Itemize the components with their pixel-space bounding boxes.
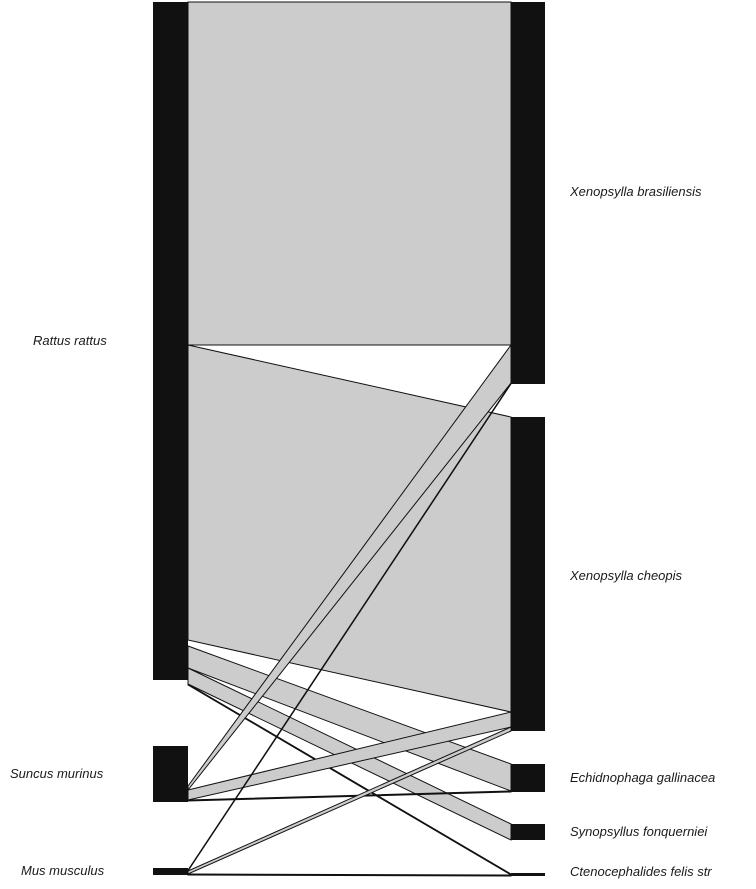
flow-rattus-brasiliensis [187,1,512,346]
host-labels: Rattus rattus Suncus murinus Mus musculu… [10,333,107,878]
parasite-bar-ctenocephalides-felis [511,873,545,876]
parasite-label-synopsyllus-fonquerniei: Synopsyllus fonquerniei [570,824,708,839]
flow-rattus-cheopis [187,344,512,713]
parasite-label-ctenocephalides-felis: Ctenocephalides felis str [570,864,712,879]
host-label-rattus-rattus: Rattus rattus [33,333,107,348]
host-label-suncus-murinus: Suncus murinus [10,766,104,781]
host-label-mus-musculus: Mus musculus [21,863,105,878]
parasite-bar-echidnophaga-gallinacea [511,764,545,792]
parasite-label-xenopsylla-brasiliensis: Xenopsylla brasiliensis [569,184,702,199]
parasite-label-echidnophaga-gallinacea: Echidnophaga gallinacea [570,770,715,785]
parasite-bars [511,2,545,876]
host-bar-rattus-rattus [153,2,188,680]
host-bars [153,2,188,875]
parasite-labels: Xenopsylla brasiliensis Xenopsylla cheop… [569,184,715,879]
interaction-flows [187,1,512,877]
parasite-bar-xenopsylla-cheopis [511,417,545,731]
flow-mus-ctenocephalides [187,873,512,877]
host-bar-suncus-murinus [153,746,188,802]
parasite-bar-xenopsylla-brasiliensis [511,2,545,384]
parasite-label-xenopsylla-cheopis: Xenopsylla cheopis [569,568,683,583]
parasite-bar-synopsyllus-fonquerniei [511,824,545,840]
host-bar-mus-musculus [153,868,188,875]
